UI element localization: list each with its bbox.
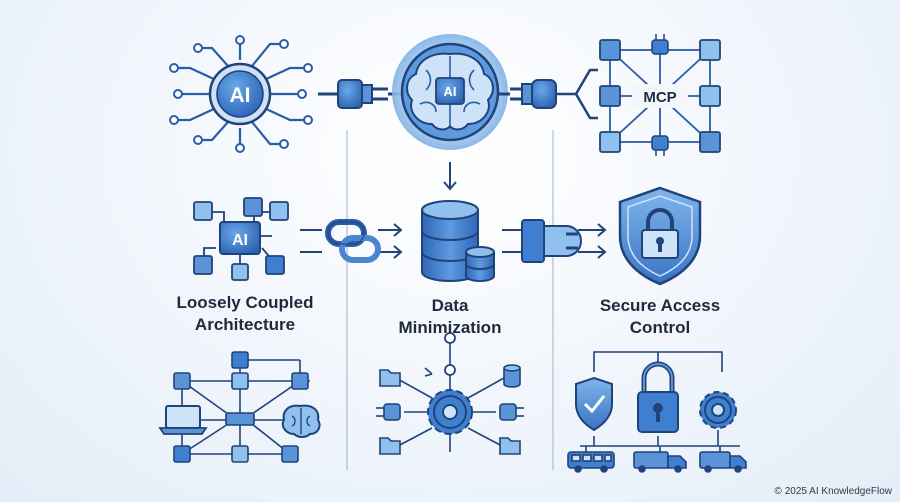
section-label-data-minimization: Data Minimization xyxy=(355,295,545,339)
divider-lines xyxy=(346,130,554,470)
mcp-text: MCP xyxy=(643,89,676,106)
section-label-secure-access: Secure Access Control xyxy=(575,295,745,339)
database-icon xyxy=(421,200,495,282)
copyright-footer: © 2025 AI KnowledgeFlow xyxy=(774,486,892,497)
plug-icon xyxy=(318,79,402,109)
shield-check-icon xyxy=(575,376,613,432)
chain-link-icon xyxy=(300,219,403,263)
brain-chip-icon: AI xyxy=(392,34,508,150)
mcp-network-icon: MCP xyxy=(599,34,721,156)
brain-icon xyxy=(281,404,321,438)
padlock-icon xyxy=(637,361,679,433)
hub-ai-text: AI xyxy=(230,84,251,107)
section-label-line: Architecture xyxy=(194,315,296,334)
cylinder-icon xyxy=(503,364,521,388)
plug-icon-small xyxy=(376,403,524,421)
section-label-line: Data xyxy=(431,296,469,315)
bus-icon xyxy=(567,451,615,473)
ai-node-icon: AI xyxy=(193,197,289,281)
shield-lock-icon xyxy=(618,186,702,286)
small-ai-text: AI xyxy=(232,232,248,249)
section-label-line: Minimization xyxy=(398,318,502,337)
plug-icon-right xyxy=(498,68,598,120)
truck-icon-2 xyxy=(699,451,747,473)
section-label-line: Control xyxy=(629,318,691,337)
ai-chip-icon: AI xyxy=(169,35,313,153)
gear-network-icon xyxy=(376,332,524,455)
gear-icon-security xyxy=(699,391,737,429)
down-arrow-icon xyxy=(443,162,457,191)
brain-ai-text: AI xyxy=(444,84,457,99)
folder-icon xyxy=(379,369,521,455)
access-tree-icon xyxy=(567,351,747,473)
laptop-icon xyxy=(158,405,208,435)
connector-icon xyxy=(502,219,607,263)
truck-icon xyxy=(633,451,687,473)
section-label-line: Secure Access xyxy=(599,296,721,315)
section-label-loosely-coupled: Loosely Coupled Architecture xyxy=(160,292,330,336)
section-label-line: Loosely Coupled xyxy=(176,293,314,312)
gear-icon xyxy=(427,389,473,435)
